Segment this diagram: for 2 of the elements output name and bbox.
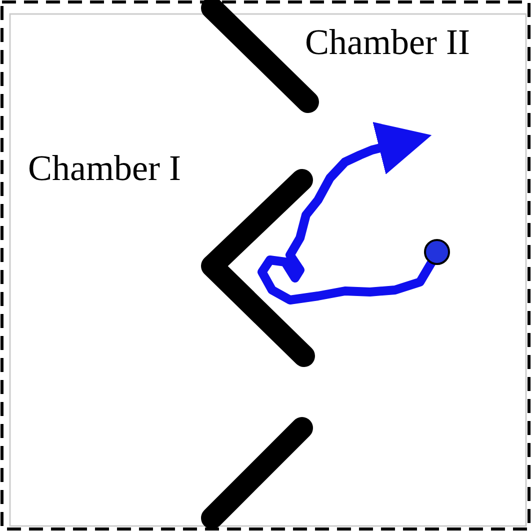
chamber-label: Chamber I [28,150,181,186]
chamber-label: Chamber II [305,24,470,60]
